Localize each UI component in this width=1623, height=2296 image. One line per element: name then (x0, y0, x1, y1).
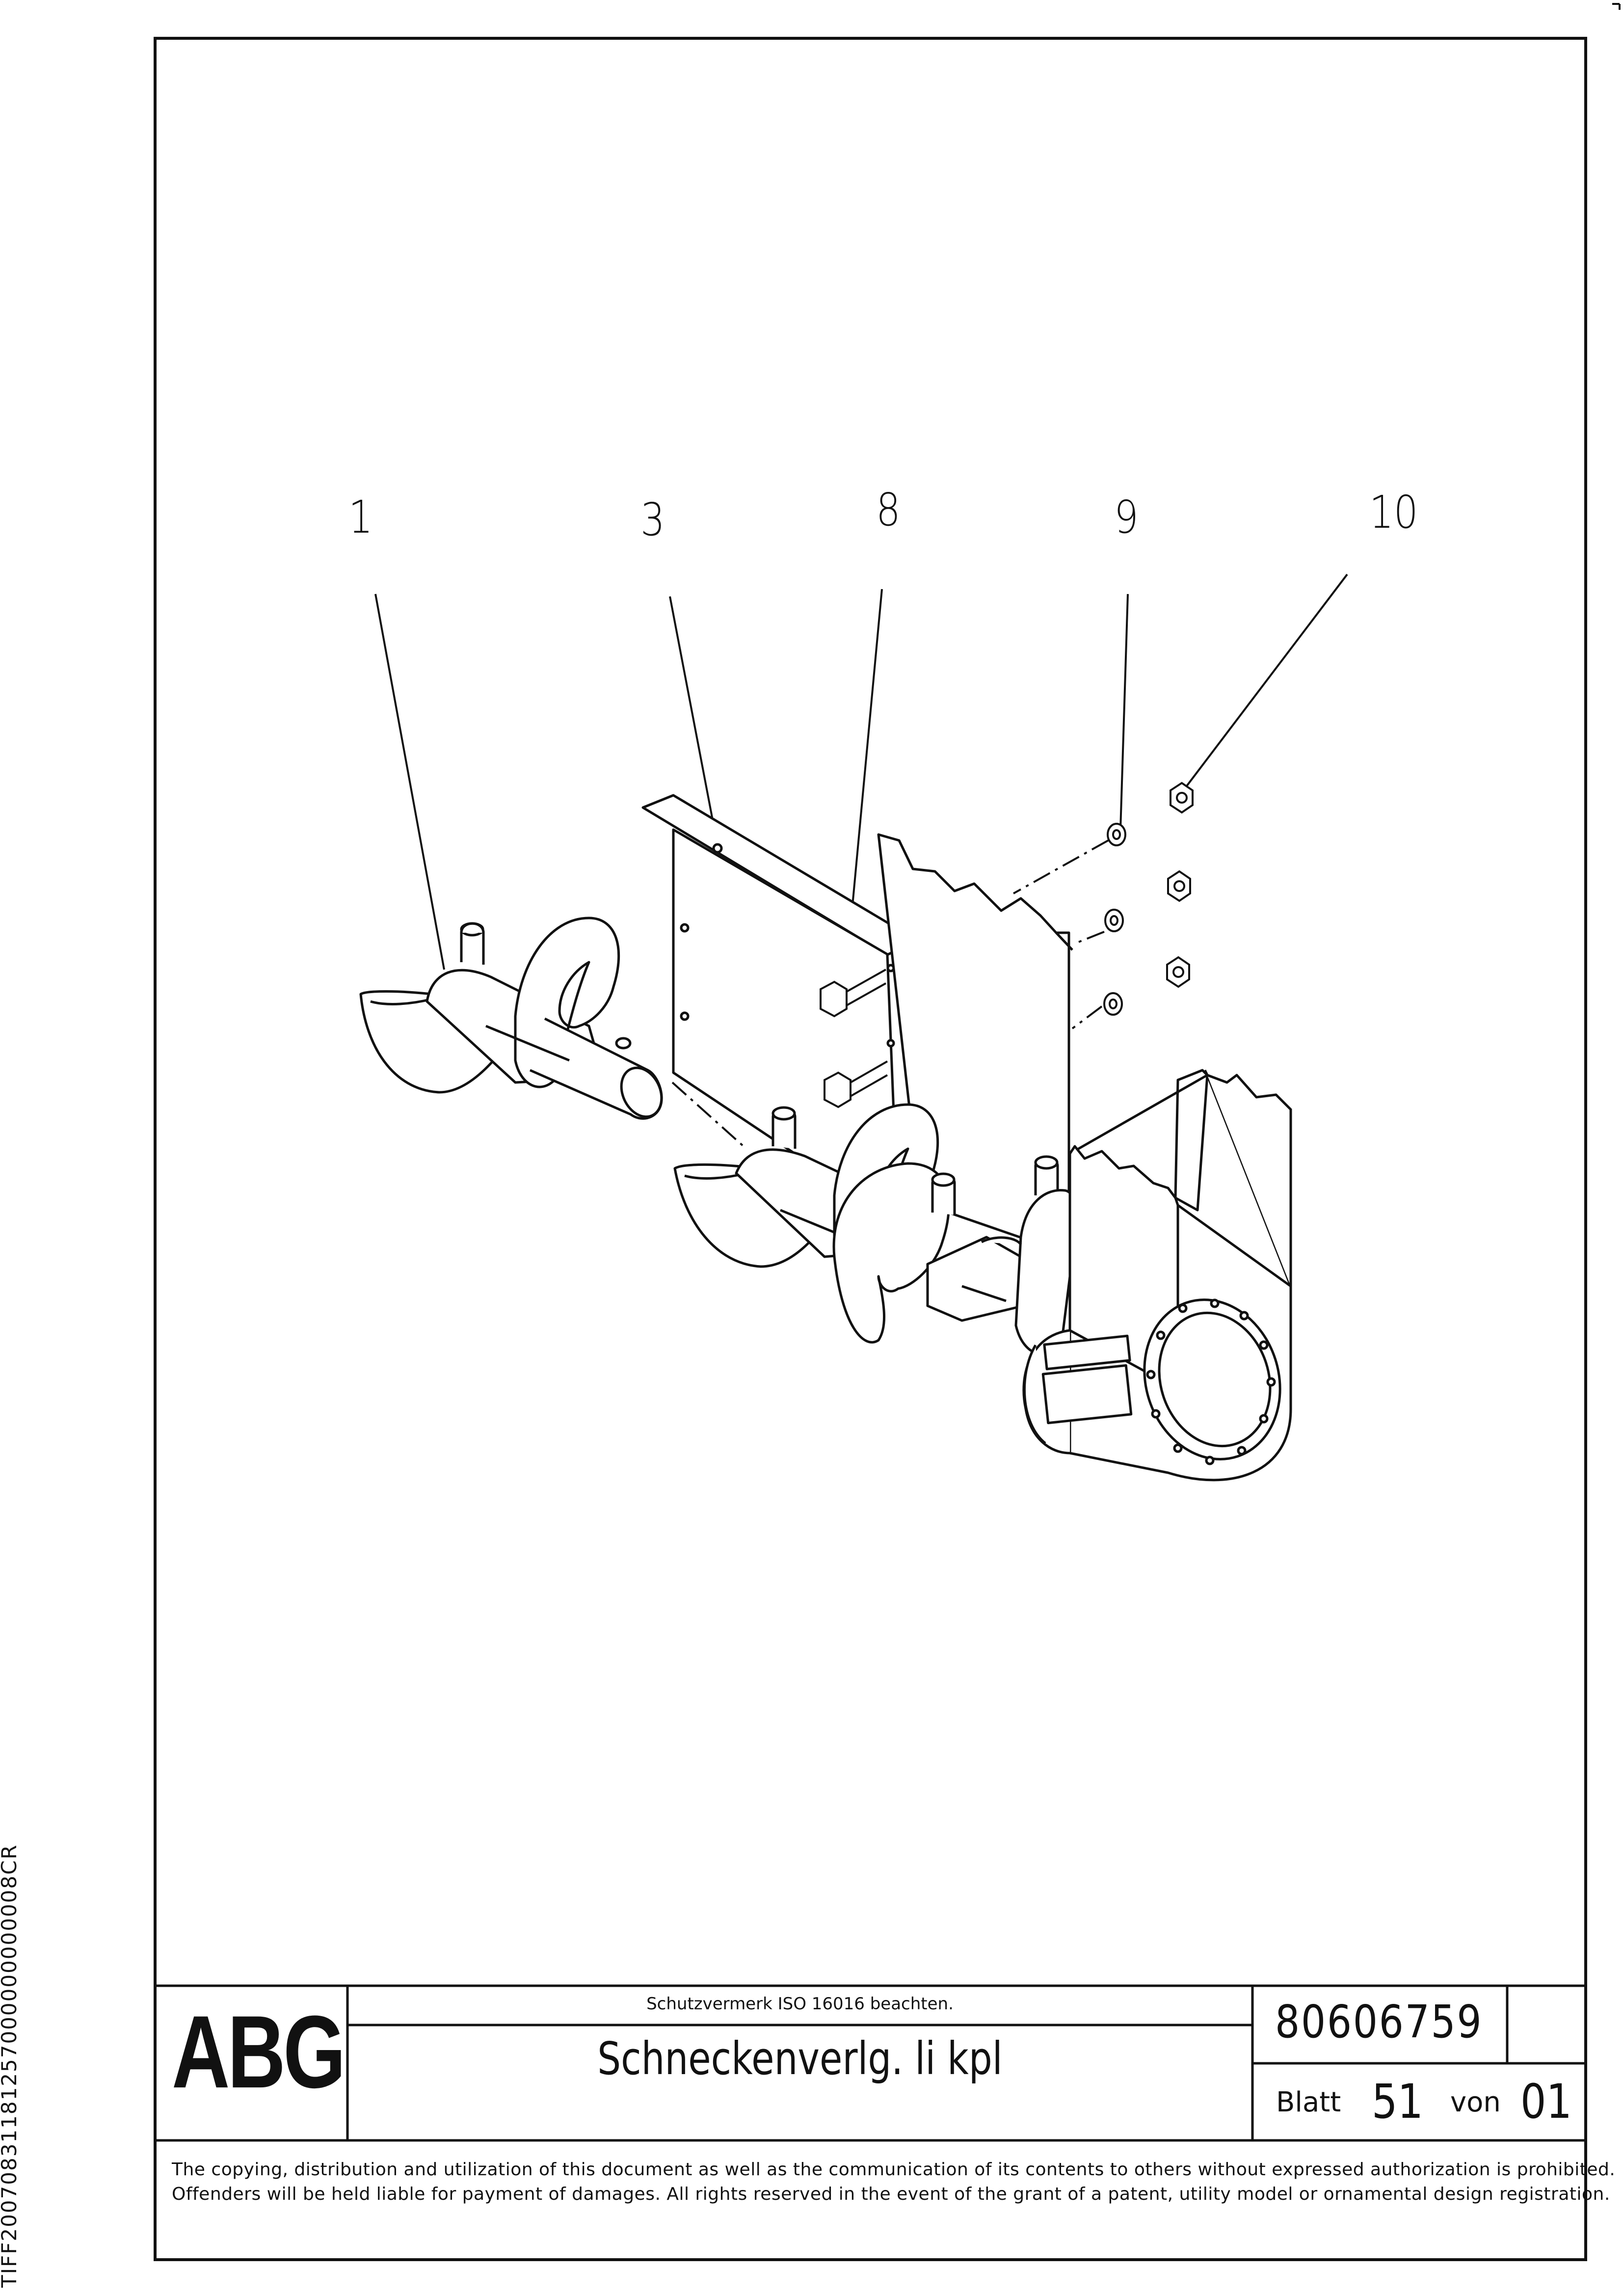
hex-bolts (820, 969, 888, 1108)
gearbox-housing (1022, 1069, 1292, 1482)
auger-segment-left (359, 917, 663, 1120)
of-label: von (1450, 2086, 1501, 2118)
sheet-label: Blatt (1276, 2086, 1341, 2118)
callout-8: 8 (876, 484, 901, 536)
drawing-frame (154, 37, 1587, 2261)
cap-nuts (1166, 782, 1194, 988)
title-block-lines (155, 1984, 1586, 2142)
sheet-number: 51 (1372, 2074, 1424, 2129)
drawing-title: Schneckenverlg. li kpl (597, 2032, 1003, 2085)
auger-segment-right (832, 1155, 1079, 1355)
washers (1103, 823, 1126, 1016)
protection-note: Schutzvermerk ISO 16016 beachten. (646, 1994, 954, 2014)
sheet-total: 01 (1520, 2074, 1572, 2129)
copyright-notice: The copying, distribution and utilizatio… (172, 2160, 1616, 2204)
callout-9: 9 (1114, 491, 1139, 543)
document-number: 80606759 (1275, 1996, 1483, 2048)
callout-1: 1 (348, 491, 373, 543)
callout-10: 10 (1369, 486, 1418, 539)
callout-3: 3 (640, 493, 665, 546)
abg-logo: ABG (172, 1995, 346, 2110)
